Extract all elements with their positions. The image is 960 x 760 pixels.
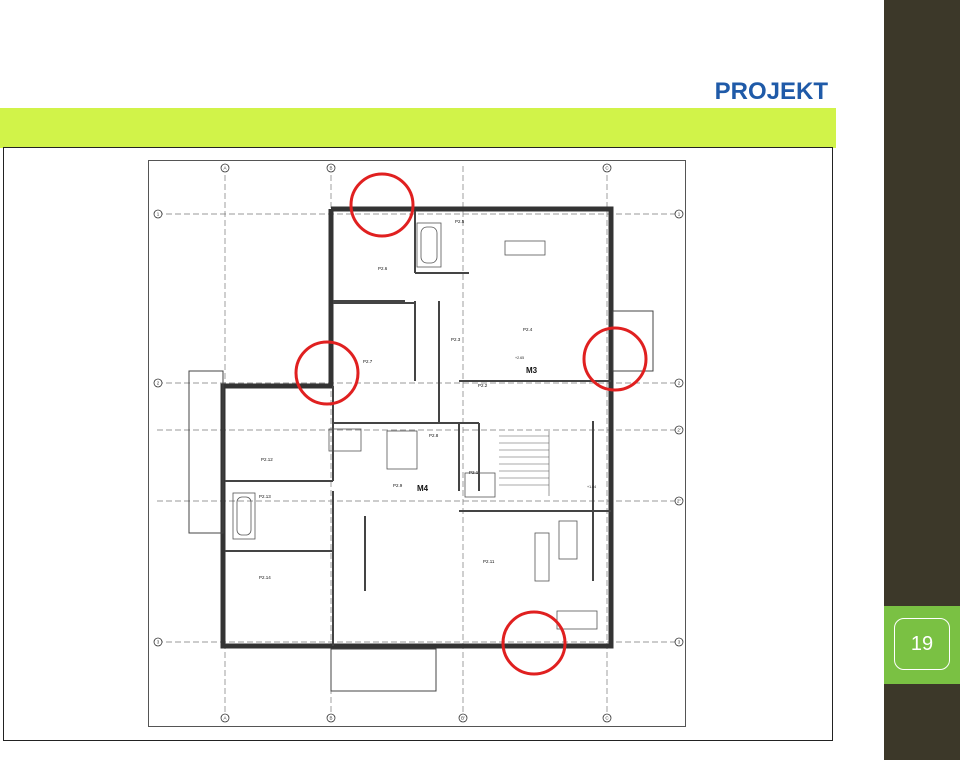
room-label: P2.14 — [259, 575, 271, 580]
grid-col-label: B — [329, 166, 332, 171]
room-label: P2.6 — [378, 266, 388, 271]
level-mark: +1.64 — [587, 485, 596, 489]
grid-col-label: B' — [461, 716, 465, 721]
room-label: P2.5 — [455, 219, 465, 224]
floor-plan-drawing: A B C A B B' C 1 1 2 2 2' 2'' 3 3 — [153, 163, 684, 723]
room-label: P2.9 — [393, 483, 403, 488]
page-number-badge: 19 — [884, 606, 960, 684]
grid-row-label: 1 — [678, 212, 681, 217]
grid-row-label: 1 — [157, 212, 160, 217]
grid-row-label: 3 — [678, 640, 681, 645]
grid-col-label: B — [329, 716, 332, 721]
grid-row-label: 2 — [678, 381, 681, 386]
room-label: P2.8 — [429, 433, 439, 438]
grid-row-label: 2' — [677, 428, 681, 433]
grid-col-label: A — [223, 166, 226, 171]
page-title: PROJEKT — [714, 78, 828, 105]
grid-row-label: 2 — [157, 381, 160, 386]
level-mark: +2.65 — [515, 356, 524, 360]
grid-row-label: 2'' — [677, 499, 681, 504]
header-band — [0, 108, 836, 148]
grid-col-label: C — [605, 166, 609, 171]
grid-col-label: A — [223, 716, 226, 721]
room-label: P2.3 — [451, 337, 461, 342]
room-label: P2.12 — [261, 457, 273, 462]
room-label: P2.2 — [478, 383, 488, 388]
floor-plan: A B C A B B' C 1 1 2 2 2' 2'' 3 3 — [148, 160, 686, 727]
unit-label: M4 — [417, 484, 429, 493]
room-label: P2.4 — [523, 327, 533, 332]
grid-col-label: C — [605, 716, 609, 721]
page-number: 19 — [894, 618, 950, 670]
room-label: P2.11 — [483, 559, 495, 564]
unit-label: M3 — [526, 366, 538, 375]
grid-row-label: 3 — [157, 640, 160, 645]
room-label: P2.13 — [259, 494, 271, 499]
room-label: P2.1 — [469, 470, 479, 475]
room-label: P2.7 — [363, 359, 373, 364]
